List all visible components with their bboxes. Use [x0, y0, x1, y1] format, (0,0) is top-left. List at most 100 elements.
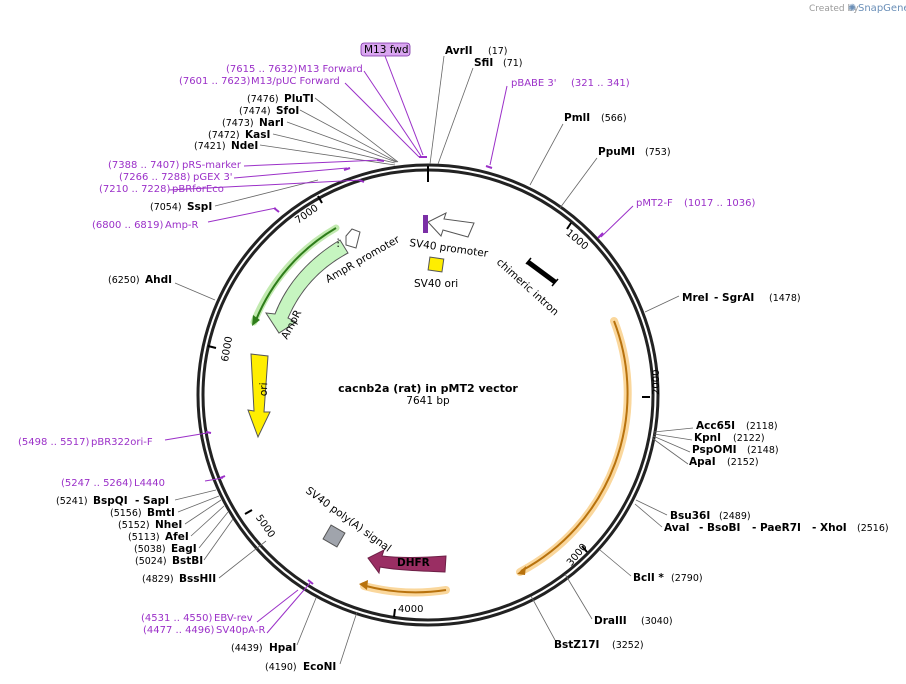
- enzyme-sfii-pos: (71): [503, 58, 523, 69]
- enzyme-avai[interactable]: AvaI: [664, 522, 690, 534]
- enzyme-sfii[interactable]: SfiI: [474, 57, 493, 69]
- enzyme-nhei-pos: (5152): [118, 520, 150, 531]
- sv40-polya-feature[interactable]: [322, 524, 346, 548]
- enzyme-bsu36i[interactable]: Bsu36I: [670, 510, 710, 522]
- tick-1000: [566, 222, 572, 230]
- enzyme-ppumi[interactable]: PpuMI: [598, 146, 635, 158]
- tick-label-6000: 6000: [220, 336, 235, 363]
- enzyme-bsshii[interactable]: BssHII: [179, 573, 216, 585]
- ori-feature[interactable]: [247, 353, 271, 439]
- enzyme-pspomi[interactable]: PspOMI: [692, 444, 737, 456]
- tick-6000: [207, 345, 217, 349]
- ampr-dots: ⋮: [333, 237, 344, 249]
- primer-amp-r[interactable]: Amp-R: [165, 220, 199, 231]
- ampr-feature[interactable]: [265, 239, 349, 334]
- orf-arc[interactable]: [520, 320, 629, 572]
- enzyme-nari-pos: (7473): [222, 118, 254, 129]
- primer-sv40pa-r[interactable]: SV40pA-R: [216, 625, 265, 636]
- map-title: cacnb2a (rat) in pMT2 vector: [338, 382, 518, 395]
- enzyme-pmli-pos: (566): [601, 113, 627, 124]
- enzyme-apai[interactable]: ApaI: [689, 456, 716, 468]
- enzyme-ndei[interactable]: NdeI: [231, 140, 258, 152]
- primer-pmt2-f-range: (1017 .. 1036): [684, 198, 756, 209]
- tick-label-2000: 2000: [651, 370, 662, 395]
- sv40-promoter-feature[interactable]: [427, 212, 475, 238]
- enzyme-kasi-pos: (7472): [208, 130, 240, 141]
- enzyme-bmti-pos: (5156): [110, 508, 142, 519]
- tick-7000: [317, 195, 323, 204]
- primer-pbabe3-range: (321 .. 341): [571, 78, 630, 89]
- enzyme-pmli[interactable]: PmlI: [564, 112, 590, 124]
- m13-fwd-box[interactable]: [360, 42, 411, 57]
- enzyme-sspi-pos: (7054): [150, 202, 182, 213]
- primer-pbrforeco[interactable]: pBRforEco: [172, 184, 224, 195]
- primer-l4440-range: (5247 .. 5264): [61, 478, 133, 489]
- enzyme-nari[interactable]: NarI: [259, 117, 284, 129]
- enzyme-afei-pos: (5113): [128, 532, 160, 543]
- primer-sv40pa-r-range: (4477 .. 4496): [143, 625, 215, 636]
- enzyme-bmti[interactable]: BmtI: [147, 507, 175, 519]
- enzyme-acc65i[interactable]: Acc65I: [696, 420, 735, 432]
- credit-brand: SnapGene: [858, 3, 906, 14]
- enzyme-ahdi[interactable]: AhdI: [145, 274, 172, 286]
- sv40-ori-label: SV40 ori: [414, 278, 458, 290]
- enzyme-sgrai[interactable]: - SgrAI: [714, 292, 754, 304]
- chimeric-intron-label: chimeric intron: [494, 256, 561, 318]
- primer-m13-puc-forward[interactable]: M13/pUC Forward: [251, 76, 340, 87]
- enzyme-bcli[interactable]: BclI *: [633, 572, 664, 584]
- enzyme-kpni[interactable]: KpnI: [694, 432, 721, 444]
- primer-m13-puc-forward-range: (7601 .. 7623): [179, 76, 251, 87]
- enzyme-mrei-pos: (1478): [769, 293, 801, 304]
- primer-pbr322ori-f[interactable]: pBR322ori-F: [91, 437, 153, 448]
- enzyme-eagi[interactable]: EagI: [171, 543, 197, 555]
- primer-pgex3-range: (7266 .. 7288): [119, 172, 191, 183]
- enzyme-hpai[interactable]: HpaI: [269, 642, 296, 654]
- primer-l4440[interactable]: L4440: [134, 478, 165, 489]
- enzyme-avrii[interactable]: AvrII: [445, 45, 473, 57]
- primer-m13-forward[interactable]: M13 Forward: [298, 64, 363, 75]
- enzyme-lines: [174, 55, 694, 665]
- enzyme-mrei[interactable]: MreI: [682, 292, 709, 304]
- enzyme-acc65i-pos: (2118): [746, 421, 778, 432]
- enzyme-bsshii-pos: (4829): [142, 574, 174, 585]
- enzyme-bstz17i[interactable]: BstZ17I: [554, 639, 599, 651]
- orf-arrowhead-icon: [517, 566, 526, 575]
- primer-pgex3[interactable]: pGEX 3': [193, 172, 233, 183]
- ampr-promoter-feature[interactable]: [345, 228, 361, 249]
- enzyme-avrii-pos: (17): [488, 46, 508, 57]
- primer-prs-marker-range: (7388 .. 7407): [108, 160, 180, 171]
- tick-label-1000: 1000: [563, 228, 590, 253]
- enzyme-sspi[interactable]: SspI: [187, 201, 212, 213]
- primer-ticks: [205, 156, 604, 585]
- primer-ebv-rev[interactable]: EBV-rev: [214, 613, 253, 624]
- enzyme-sapi[interactable]: - SapI: [135, 495, 169, 507]
- enzyme-bstbi[interactable]: BstBI: [172, 555, 203, 567]
- enzyme-kasi[interactable]: KasI: [245, 129, 270, 141]
- enzyme-paer7i[interactable]: - PaeR7I: [752, 522, 801, 534]
- primer-pmt2-f[interactable]: pMT2-F: [636, 198, 673, 209]
- enzyme-econi[interactable]: EcoNI: [303, 661, 336, 673]
- orf2-arc[interactable]: [365, 585, 447, 594]
- enzyme-nhei[interactable]: NheI: [155, 519, 182, 531]
- primer-pbabe3[interactable]: pBABE 3': [511, 78, 557, 89]
- credit-prefix: Created by: [809, 4, 859, 14]
- map-length: 7641 bp: [406, 395, 450, 407]
- primer-m13-fwd: M13 fwd: [364, 44, 409, 56]
- chimeric-intron-feature[interactable]: [526, 259, 557, 285]
- ampr-arc[interactable]: [255, 227, 337, 321]
- enzyme-draiii[interactable]: DraIII: [594, 615, 627, 627]
- tick-marks: [207, 195, 650, 618]
- enzyme-afei[interactable]: AfeI: [165, 531, 189, 543]
- enzyme-pluti[interactable]: PluTI: [284, 93, 314, 105]
- enzyme-sfoi[interactable]: SfoI: [276, 105, 299, 117]
- enzyme-apai-pos: (2152): [727, 457, 759, 468]
- primer-ebv-rev-range: (4531 .. 4550): [141, 613, 213, 624]
- primer-prs-marker[interactable]: pRS-marker: [182, 160, 242, 171]
- dhfr-feature[interactable]: [367, 549, 447, 575]
- sv40-ori-feature[interactable]: [427, 256, 445, 273]
- enzyme-bspqi[interactable]: BspQI: [93, 495, 128, 507]
- enzyme-bsobi[interactable]: - BsoBI: [699, 522, 740, 534]
- enzyme-xhoi[interactable]: - XhoI: [812, 522, 847, 534]
- enzyme-ahdi-pos: (6250): [108, 275, 140, 286]
